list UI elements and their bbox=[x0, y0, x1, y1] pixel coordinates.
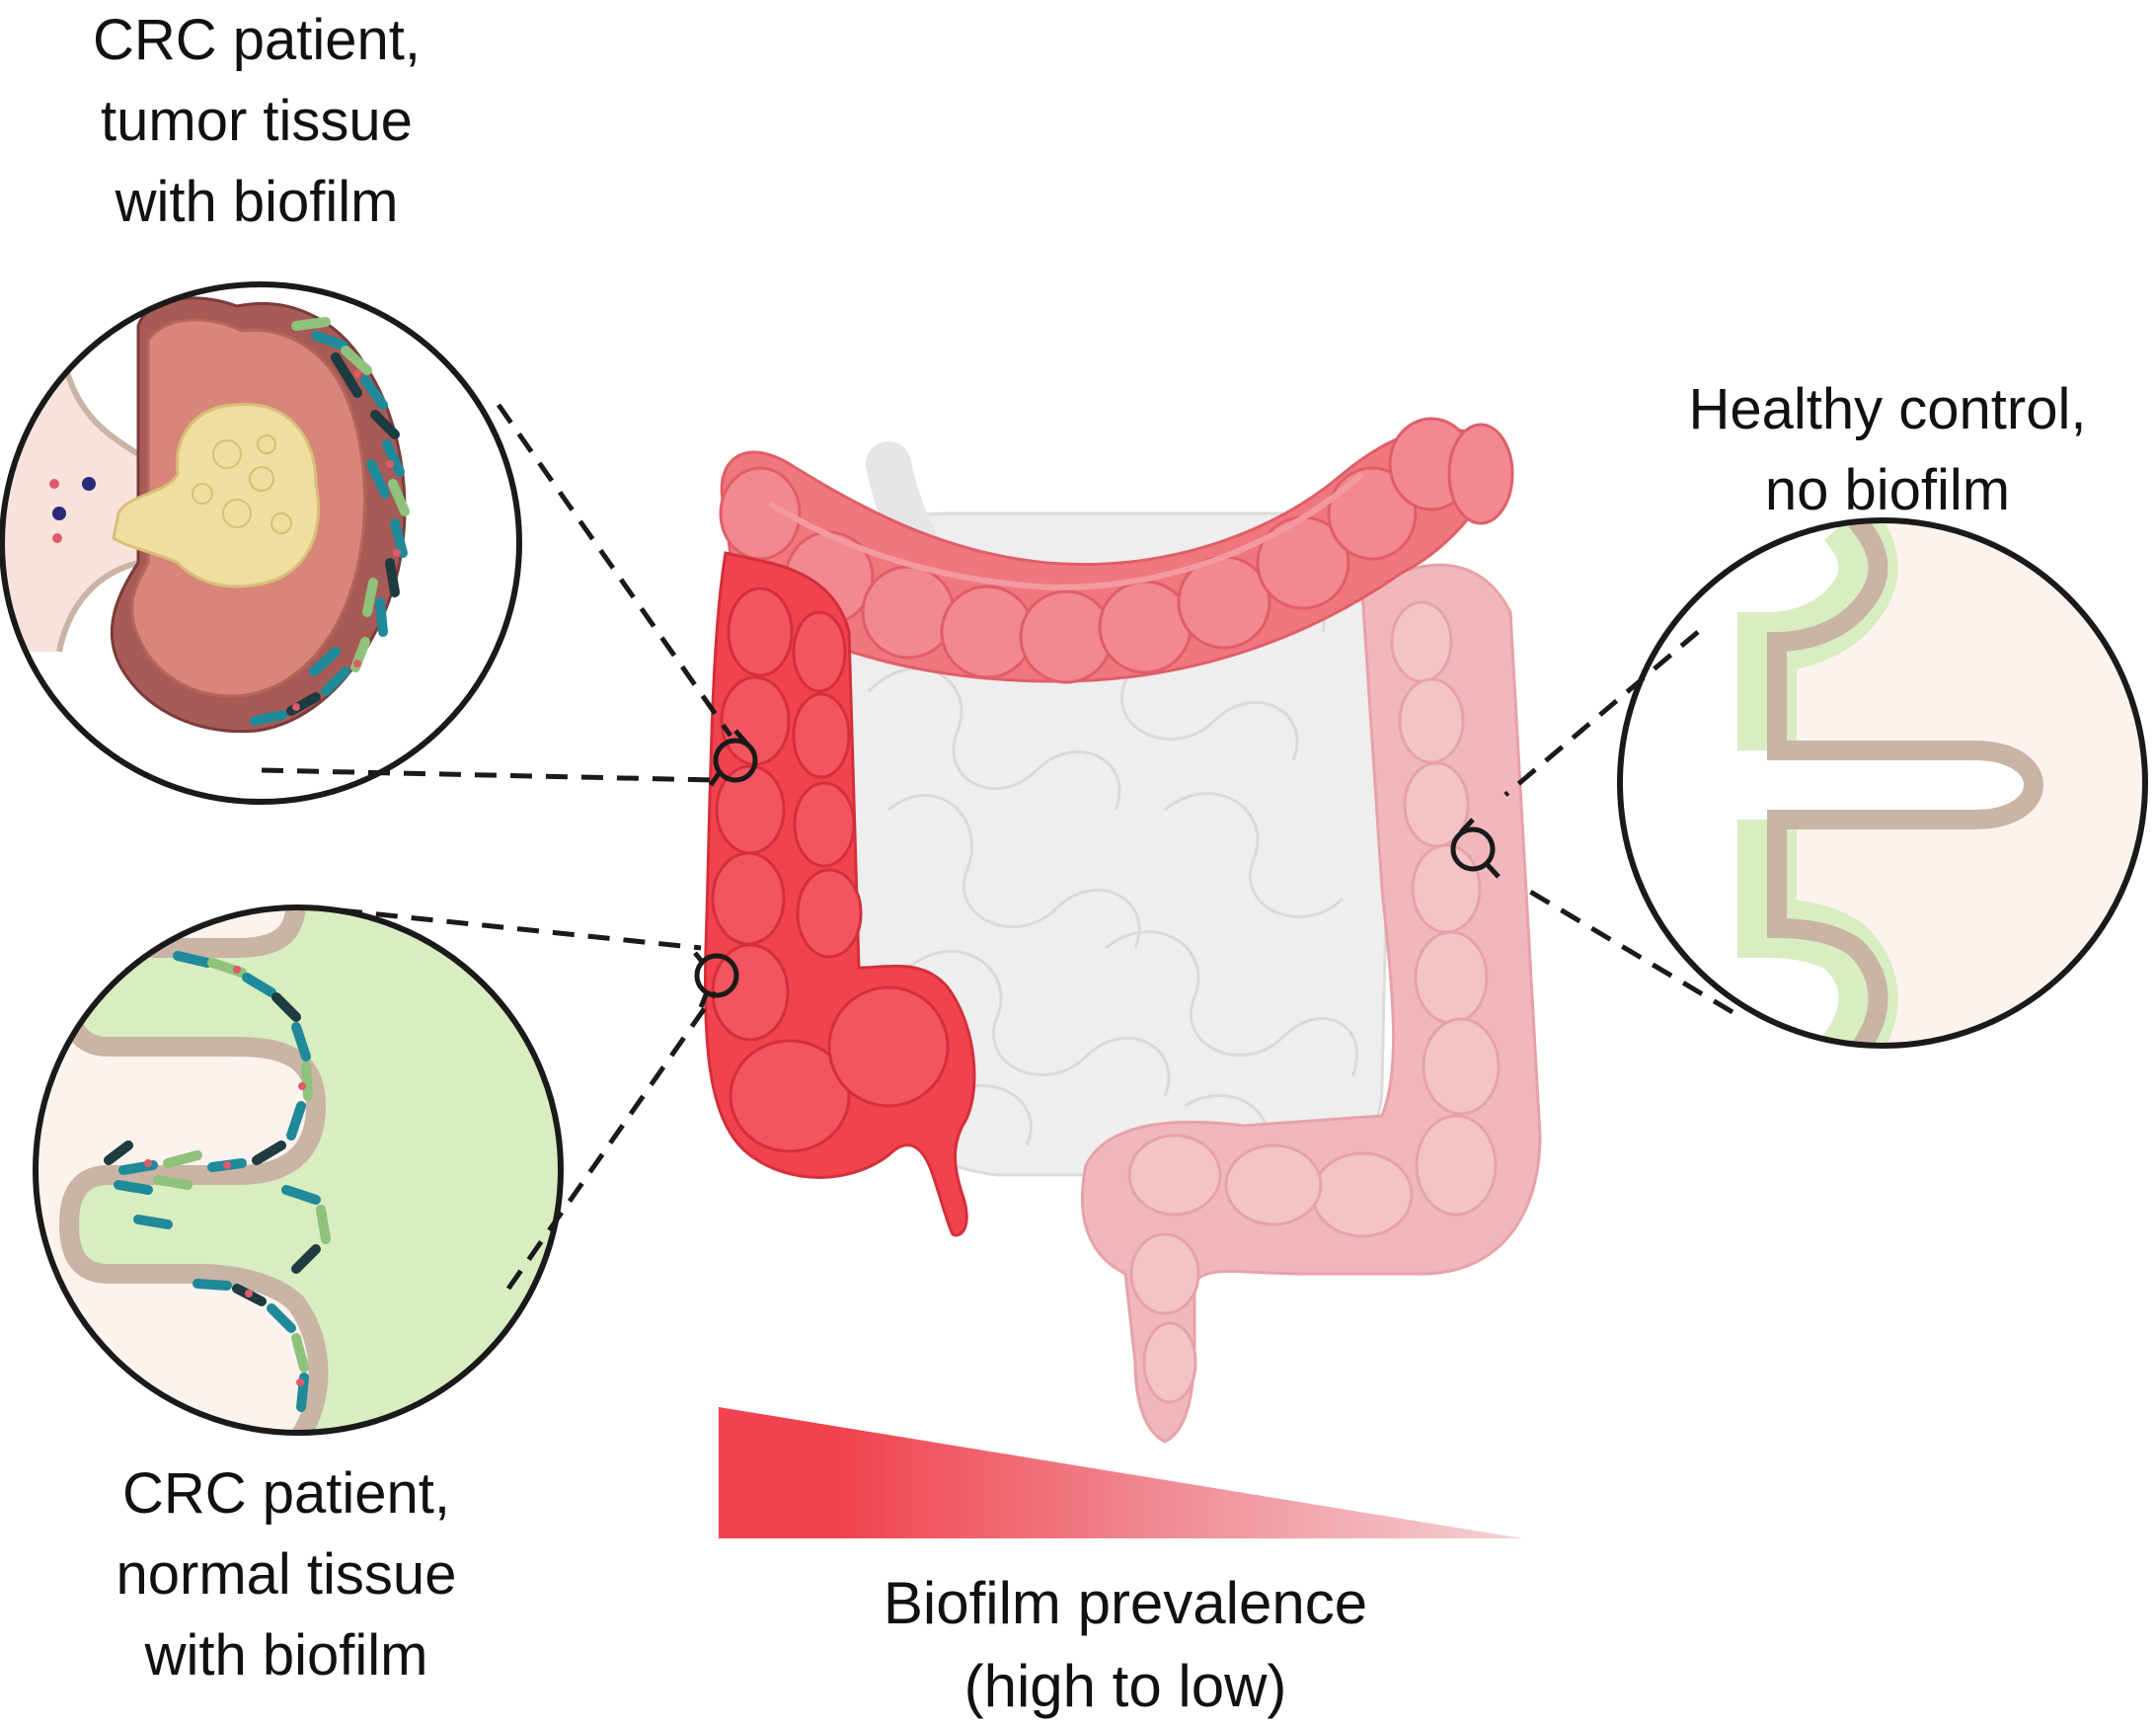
label-line: Biofilm prevalence bbox=[883, 1570, 1368, 1636]
descending-colon bbox=[1080, 563, 1542, 1444]
transverse-colon bbox=[719, 417, 1514, 684]
normal-tissue-panel bbox=[33, 904, 564, 1436]
label-line: CRC patient, bbox=[121, 1461, 451, 1526]
ascending-colon bbox=[703, 551, 976, 1237]
magnifier-icon bbox=[693, 951, 739, 1008]
tumor-tissue-panel bbox=[0, 281, 522, 805]
healthy-tissue-panel bbox=[1617, 517, 2148, 1049]
magnifier-icon bbox=[708, 729, 758, 787]
label-line: normal tissue bbox=[116, 1542, 457, 1607]
label-crc-tumor-tissue: CRC patient, tumor tissue with biofilm bbox=[0, 0, 513, 243]
label-line: with biofilm bbox=[115, 170, 399, 234]
label-healthy-control: Healthy control, no biofilm bbox=[1619, 369, 2156, 531]
label-crc-normal-tissue: CRC patient, normal tissue with biofilm bbox=[20, 1453, 553, 1696]
label-line: (high to low) bbox=[963, 1653, 1287, 1719]
connector-lines bbox=[261, 403, 1734, 1291]
label-line: with biofilm bbox=[144, 1623, 428, 1688]
label-biofilm-prevalence: Biofilm prevalence (high to low) bbox=[750, 1562, 1501, 1728]
label-line: tumor tissue bbox=[101, 89, 413, 153]
label-line: Healthy control, bbox=[1688, 377, 2087, 441]
label-line: CRC patient, bbox=[92, 8, 422, 72]
label-line: no biofilm bbox=[1764, 458, 2011, 522]
magnifier-icon bbox=[1450, 818, 1501, 879]
biofilm-gradient-wedge bbox=[719, 1407, 1522, 1538]
